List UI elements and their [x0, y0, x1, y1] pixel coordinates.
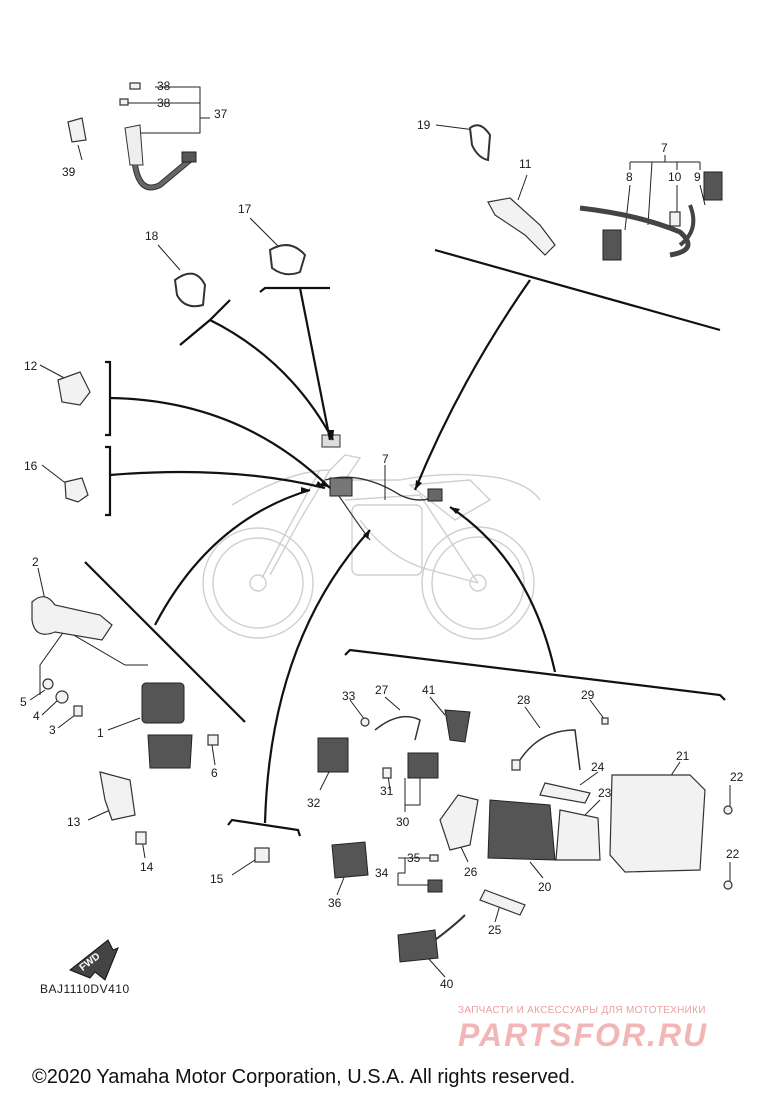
callout-7-harness: 7: [661, 141, 668, 155]
callout-33: 33: [342, 689, 356, 703]
callout-16: 16: [24, 459, 38, 473]
callout-40: 40: [440, 977, 454, 991]
exploded-parts-diagram: FWD 1 2 3 4 5 6 7 7 8 9 10 11 12 13 14 1…: [20, 79, 744, 991]
callout-26: 26: [464, 865, 478, 879]
callout-39: 39: [62, 165, 76, 179]
callout-3: 3: [49, 723, 56, 737]
callout-22-top: 22: [730, 770, 744, 784]
motorcycle-outline: [202, 454, 541, 640]
callout-35: 35: [407, 851, 421, 865]
watermark-logo: PARTSFOR.RU: [458, 1017, 709, 1053]
callout-13: 13: [67, 815, 81, 829]
callout-27: 27: [375, 683, 389, 697]
callout-11: 11: [519, 157, 532, 171]
callout-17: 17: [238, 202, 252, 216]
callout-24: 24: [591, 760, 605, 774]
callout-5: 5: [20, 695, 27, 709]
copyright-notice: ©2020 Yamaha Motor Corporation, U.S.A. A…: [32, 1066, 576, 1088]
callout-29: 29: [581, 688, 595, 702]
callout-9: 9: [694, 170, 701, 184]
callout-19: 19: [417, 118, 431, 132]
callout-22-bottom: 22: [726, 847, 740, 861]
callout-8: 8: [626, 170, 633, 184]
leader-lines: [29, 86, 731, 978]
callout-34: 34: [375, 866, 389, 880]
callout-2: 2: [32, 555, 39, 569]
callout-20: 20: [538, 880, 552, 894]
callout-14: 14: [140, 860, 154, 874]
callout-12: 12: [24, 359, 38, 373]
callout-numbers: 1 2 3 4 5 6 7 7 8 9 10 11 12 13 14 15 16…: [20, 79, 744, 991]
callout-41: 41: [422, 683, 436, 697]
callout-30: 30: [396, 815, 410, 829]
callout-6: 6: [211, 766, 218, 780]
callout-25: 25: [488, 923, 502, 937]
callout-36: 36: [328, 896, 342, 910]
callout-18: 18: [145, 229, 159, 243]
callout-28: 28: [517, 693, 531, 707]
callout-38-bottom: 38: [157, 96, 171, 110]
callout-31: 31: [380, 784, 394, 798]
callout-32: 32: [307, 796, 321, 810]
diagram-code: BAJ1110DV410: [40, 982, 130, 996]
callout-10: 10: [668, 170, 682, 184]
group-pointer-lines: [84, 248, 726, 837]
callout-15: 15: [210, 872, 224, 886]
callout-4: 4: [33, 709, 40, 723]
parts: [31, 82, 733, 963]
wiring-harness-on-bike: [321, 434, 443, 541]
fwd-arrow-icon: FWD: [69, 939, 119, 981]
callout-21: 21: [676, 749, 690, 763]
callout-1: 1: [97, 726, 104, 740]
watermark-tagline: ЗАПЧАСТИ И АКСЕССУАРЫ ДЛЯ МОТОТЕХНИКИ: [458, 1005, 706, 1016]
callout-37: 37: [214, 107, 228, 121]
callout-38-top: 38: [157, 79, 171, 93]
callout-7-bike: 7: [382, 452, 389, 466]
callout-23: 23: [598, 786, 612, 800]
